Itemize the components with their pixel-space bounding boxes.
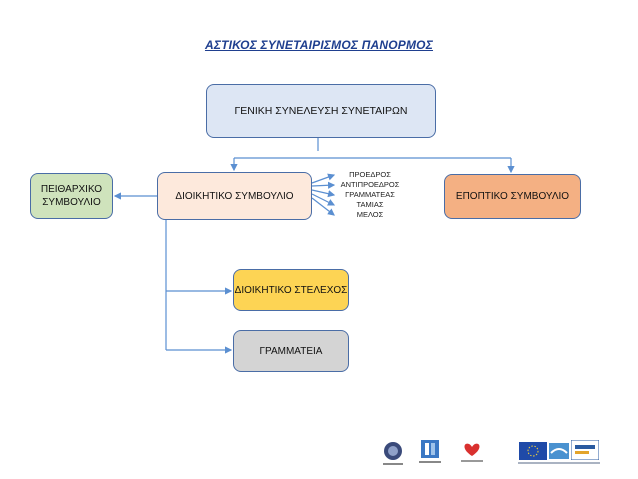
espa-logo-icon (571, 440, 599, 460)
seal-logo-icon (383, 442, 403, 465)
red-heart-logo-icon (461, 443, 483, 462)
admin-staff-box: ΔΙΟΙΚΗΤΙΚΟ ΣΤΕΛΕΧΟΣ (233, 269, 349, 311)
program-logo-icon (549, 443, 569, 459)
page-title: ΑΣΤΙΚΟΣ ΣΥΝΕΤΑΙΡΙΣΜΟΣ ΠΑΝΟΡΜΟΣ (204, 38, 434, 52)
role-arrow-3 (311, 189, 336, 198)
board-roles-list: ΠΡΟΕΔΡΟΣ ΑΝΤΙΠΡΟΕΔΡΟΣ ΓΡΑΜΜΑΤΕΑΣ ΤΑΜΙΑΣ … (334, 170, 406, 220)
role-arrow-1 (311, 173, 336, 184)
role-item: ΤΑΜΙΑΣ (356, 200, 384, 209)
footer-divider (518, 462, 600, 464)
supervisory-box: ΕΠΟΠΤΙΚΟ ΣΥΜΒΟΥΛΙΟ (444, 174, 581, 219)
role-item: ΠΡΟΕΔΡΟΣ (349, 170, 391, 179)
blue-emblem-logo-icon (419, 440, 441, 463)
role-arrow-4 (311, 193, 336, 206)
disciplinary-box: ΠΕΙΘΑΡΧΙΚΟ ΣΥΜΒΟΥΛΙΟ (30, 173, 113, 219)
eu-flag-icon (519, 442, 547, 460)
board-box: ΔΙΟΙΚΗΤΙΚΟ ΣΥΜΒΟΥΛΙΟ (157, 172, 312, 220)
role-arrow-2 (311, 181, 336, 189)
general-assembly-box: ΓΕΝΙΚΗ ΣΥΝΕΛΕΥΣΗ ΣΥΝΕΤΑΙΡΩΝ (206, 84, 436, 138)
role-item: ΜΕΛΟΣ (356, 210, 384, 219)
secretariat-box: ΓΡΑΜΜΑΤΕΙΑ (233, 330, 349, 372)
role-item: ΑΝΤΙΠΡΟΕΔΡΟΣ (340, 180, 400, 189)
role-arrow-5 (311, 197, 335, 216)
role-item: ΓΡΑΜΜΑΤΕΑΣ (345, 190, 395, 199)
